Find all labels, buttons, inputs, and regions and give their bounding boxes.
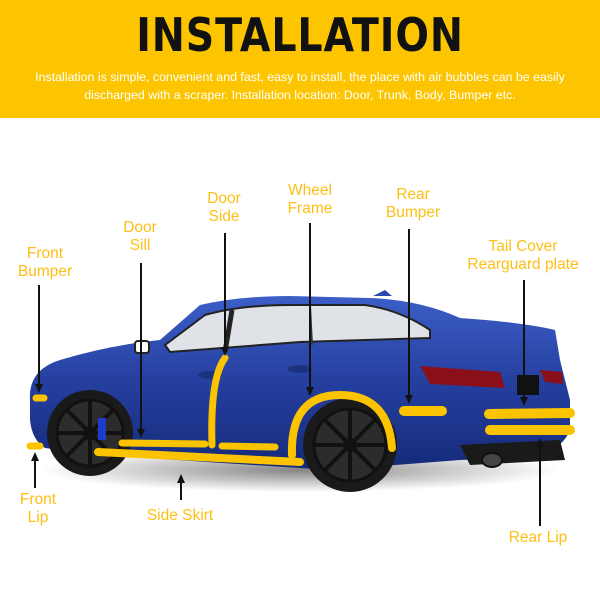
pointer-door-side	[224, 233, 226, 348]
tail-light	[420, 366, 505, 388]
label-side-skirt: Side Skirt	[146, 507, 214, 524]
label-front-lip: Front Lip	[19, 491, 57, 526]
front-wheel	[47, 390, 133, 476]
arrow-rear-bumper-icon	[405, 395, 413, 404]
arrow-front-bumper-icon	[35, 384, 43, 393]
pointer-rear-bumper	[408, 229, 410, 396]
label-door-sill: Door Sill	[123, 219, 157, 254]
label-front-bumper: Front Bumper	[17, 245, 73, 280]
pointer-tail-cover	[523, 280, 525, 398]
header-banner: INSTALLATION Installation is simple, con…	[0, 0, 600, 118]
rear-wheel	[303, 398, 397, 492]
strip-door-side	[208, 354, 229, 449]
pointer-side-skirt	[180, 482, 182, 500]
label-rear-lip: Rear Lip	[508, 529, 568, 546]
label-wheel-frame: Wheel Frame	[287, 182, 333, 217]
label-tail-cover: Tail Cover Rearguard plate	[467, 238, 579, 273]
description-text: Installation is simple, convenient and f…	[35, 70, 565, 102]
pointer-front-lip	[34, 460, 36, 488]
strip-door-sill-front	[118, 439, 209, 448]
arrow-door-side-icon	[221, 347, 229, 356]
pointer-door-sill	[140, 263, 142, 430]
strip-side-skirt	[94, 448, 304, 466]
pointer-wheel-frame	[309, 223, 311, 388]
car-illustration	[26, 290, 575, 492]
label-door-side: Door Side	[207, 190, 241, 225]
arrow-rear-lip-icon	[536, 438, 544, 447]
pointer-front-bumper	[38, 285, 40, 385]
arrow-front-lip-icon	[31, 452, 39, 461]
page-title: INSTALLATION	[136, 8, 464, 62]
arrow-door-sill-icon	[137, 429, 145, 438]
arrow-side-skirt-icon	[177, 474, 185, 483]
arrow-wheel-frame-icon	[306, 387, 314, 396]
pointer-rear-lip	[539, 446, 541, 526]
exhaust-tip	[481, 452, 503, 468]
car-body	[29, 296, 571, 470]
label-rear-bumper: Rear Bumper	[385, 186, 441, 221]
protection-strips	[26, 354, 575, 466]
strip-tail-cover	[484, 408, 575, 419]
strip-wheel-frame	[287, 390, 396, 459]
arrow-tail-cover-icon	[520, 397, 528, 406]
side-mirror	[134, 340, 150, 354]
strip-door-sill-rear	[218, 442, 279, 451]
